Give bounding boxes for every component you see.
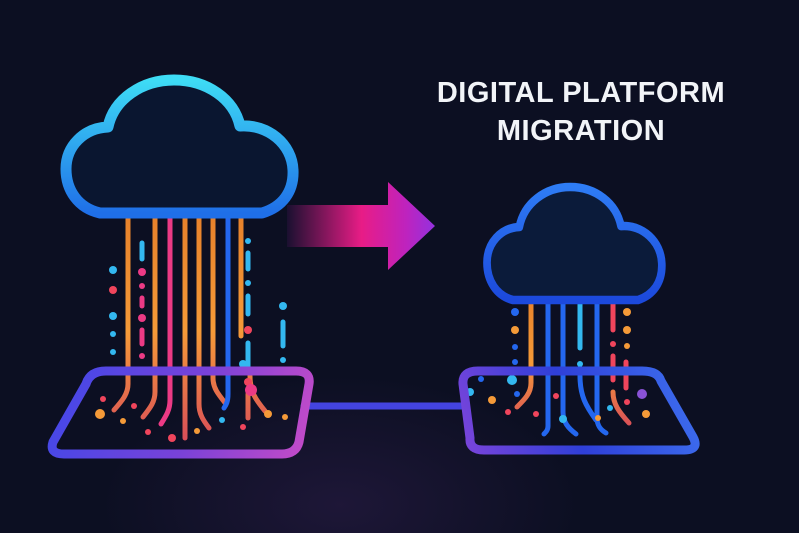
title-line-2: MIGRATION	[496, 115, 666, 147]
migration-arrow-icon	[287, 182, 435, 270]
background-glow	[100, 375, 580, 533]
cloud-left-icon	[66, 80, 293, 213]
title-line-1: DIGITAL PLATFORM	[436, 77, 726, 109]
data-streams-left	[111, 215, 268, 441]
platform-left	[47, 366, 314, 459]
title-block: DIGITAL PLATFORM MIGRATION	[398, 74, 764, 150]
platform-right	[458, 366, 700, 455]
cloud-right-icon	[487, 187, 662, 300]
data-dots-left	[95, 238, 288, 442]
